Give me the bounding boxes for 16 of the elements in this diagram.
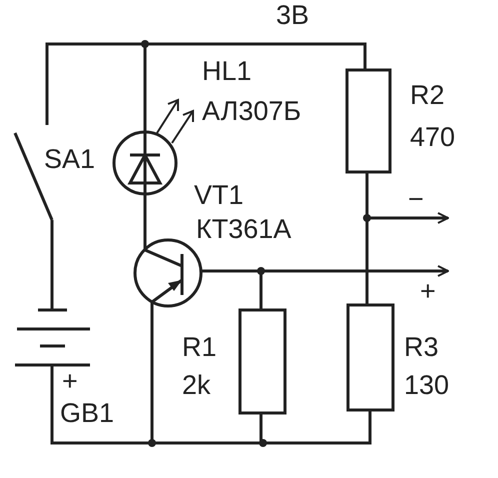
polarity-sign: + <box>420 278 436 305</box>
component-label: 2k <box>182 372 211 399</box>
component-label: R3 <box>404 334 439 361</box>
component-label: SA1 <box>44 146 96 173</box>
component-label: VT1 <box>194 182 244 209</box>
component-label: GB1 <box>60 400 114 427</box>
polarity-sign: − <box>408 186 424 213</box>
component-label: 130 <box>404 372 450 399</box>
supply-voltage-label: 3В <box>276 2 310 29</box>
component-label: R1 <box>182 334 217 361</box>
component-label: КТ361А <box>196 216 292 243</box>
component-label: 470 <box>410 124 456 151</box>
component-label: АЛ307Б <box>202 98 302 125</box>
component-label: HL1 <box>202 58 252 85</box>
polarity-sign: + <box>62 368 78 395</box>
component-label: R2 <box>410 82 445 109</box>
